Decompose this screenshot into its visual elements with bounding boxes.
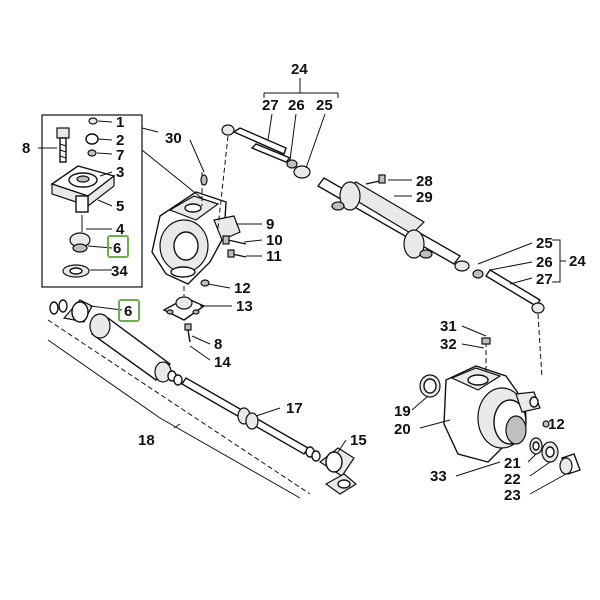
tie-rod-upper-part: [217, 124, 311, 229]
callout-17: 17: [286, 400, 303, 417]
callout-24-right: 24: [569, 253, 586, 270]
callout-2: 2: [116, 132, 124, 149]
callout-26-right: 26: [536, 254, 553, 271]
callout-27-top: 27: [262, 97, 279, 114]
knuckle-bolts-part: [222, 235, 247, 258]
axle-shaft-part: [167, 370, 309, 455]
inset-flange-plate-part: [50, 165, 116, 213]
callout-8-inset: 8: [22, 140, 30, 157]
callout-25-right: 25: [536, 235, 553, 252]
callout-3: 3: [116, 164, 124, 181]
hub-bolts-part: [481, 337, 550, 428]
callout-29: 29: [416, 189, 433, 206]
callout-19: 19: [394, 403, 411, 420]
callout-20: 20: [394, 421, 411, 438]
lower-ball-joint-part: [162, 286, 206, 343]
callout-23: 23: [504, 487, 521, 504]
callout-14: 14: [214, 354, 231, 371]
callout-24-top: 24: [291, 61, 308, 78]
axle-tube-part: [89, 313, 172, 383]
callout-25-top: 25: [316, 97, 333, 114]
tie-rod-lower-part: [454, 260, 545, 379]
callout-18: 18: [138, 432, 155, 449]
highlight-box-main: [118, 299, 140, 322]
callout-6-main: 6: [124, 303, 132, 320]
callout-7: 7: [116, 147, 124, 164]
axle-end-bracket-part: [305, 446, 358, 495]
callout-1: 1: [116, 114, 124, 131]
callout-34: 34: [111, 263, 128, 280]
callout-13: 13: [236, 298, 253, 315]
callout-30: 30: [165, 130, 182, 147]
callout-33: 33: [430, 468, 447, 485]
callout-12-lower: 12: [548, 416, 565, 433]
axle-housing-half-part: [49, 299, 93, 323]
inset-washer-part: [62, 264, 90, 278]
inset-ball-joint-part: [69, 215, 91, 253]
callout-31: 31: [440, 318, 457, 335]
callout-12-upper: 12: [234, 280, 251, 297]
callout-5: 5: [116, 198, 124, 215]
callout-27-right: 27: [536, 271, 553, 288]
callout-28: 28: [416, 173, 433, 190]
callout-21: 21: [504, 455, 521, 472]
wheel-hub-carrier-part: [443, 365, 541, 463]
inset-bolt-part: [56, 127, 70, 163]
steering-cylinder-part: [316, 174, 462, 265]
callout-22: 22: [504, 471, 521, 488]
callout-8-main: 8: [214, 336, 222, 353]
callout-26-top: 26: [288, 97, 305, 114]
callout-6-inset: 6: [113, 240, 121, 257]
callout-15: 15: [350, 432, 367, 449]
highlight-box-inset: [107, 235, 129, 258]
inset-grease-fitting-part: [85, 117, 99, 157]
callout-4: 4: [116, 221, 125, 238]
inset-frame: [41, 114, 143, 288]
callout-32: 32: [440, 336, 457, 353]
hub-seal-part: [419, 374, 441, 398]
callout-10: 10: [266, 232, 283, 249]
callout-9: 9: [266, 216, 274, 233]
hub-bearings-part: [529, 437, 581, 475]
callout-11: 11: [266, 248, 282, 265]
steering-knuckle-part: [151, 191, 241, 287]
